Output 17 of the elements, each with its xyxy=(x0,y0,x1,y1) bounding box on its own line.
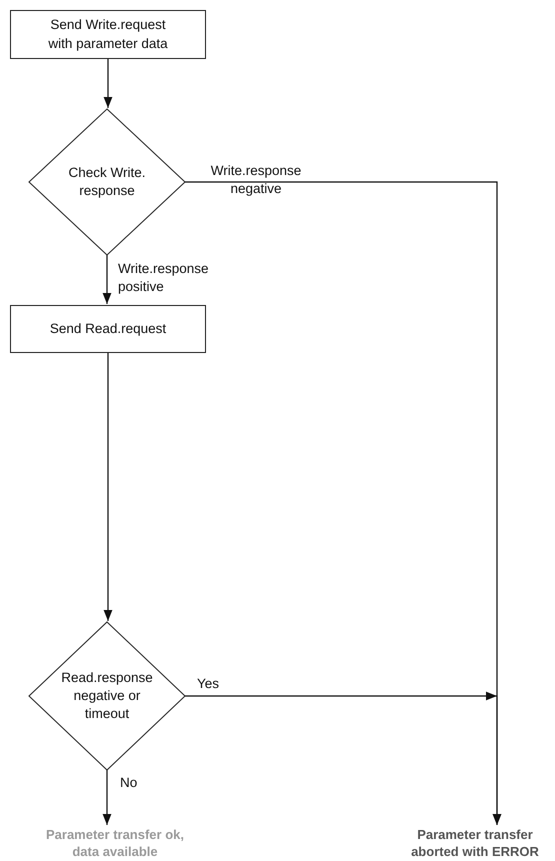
node-label: Read.response negative or timeout xyxy=(60,668,154,724)
process-box xyxy=(10,10,206,59)
arrow xyxy=(102,770,112,825)
arrow xyxy=(102,255,112,304)
edge-label: No xyxy=(120,774,138,792)
arrow xyxy=(185,692,502,825)
end-label: Parameter transfer ok, data available xyxy=(45,826,185,860)
node-label: Send Read.request xyxy=(50,320,166,338)
edge-label: Write.response negative xyxy=(210,162,302,198)
process-box xyxy=(10,305,206,353)
edge-label: Yes xyxy=(197,675,220,693)
arrow xyxy=(104,353,112,621)
edge-label: Write.response positive xyxy=(118,260,210,296)
node-label: Check Write. response xyxy=(67,164,147,200)
node-label: Send Write.request with parameter data xyxy=(47,16,169,53)
arrow xyxy=(104,59,112,108)
end-label: Parameter transfer aborted with ERROR xyxy=(410,826,540,860)
